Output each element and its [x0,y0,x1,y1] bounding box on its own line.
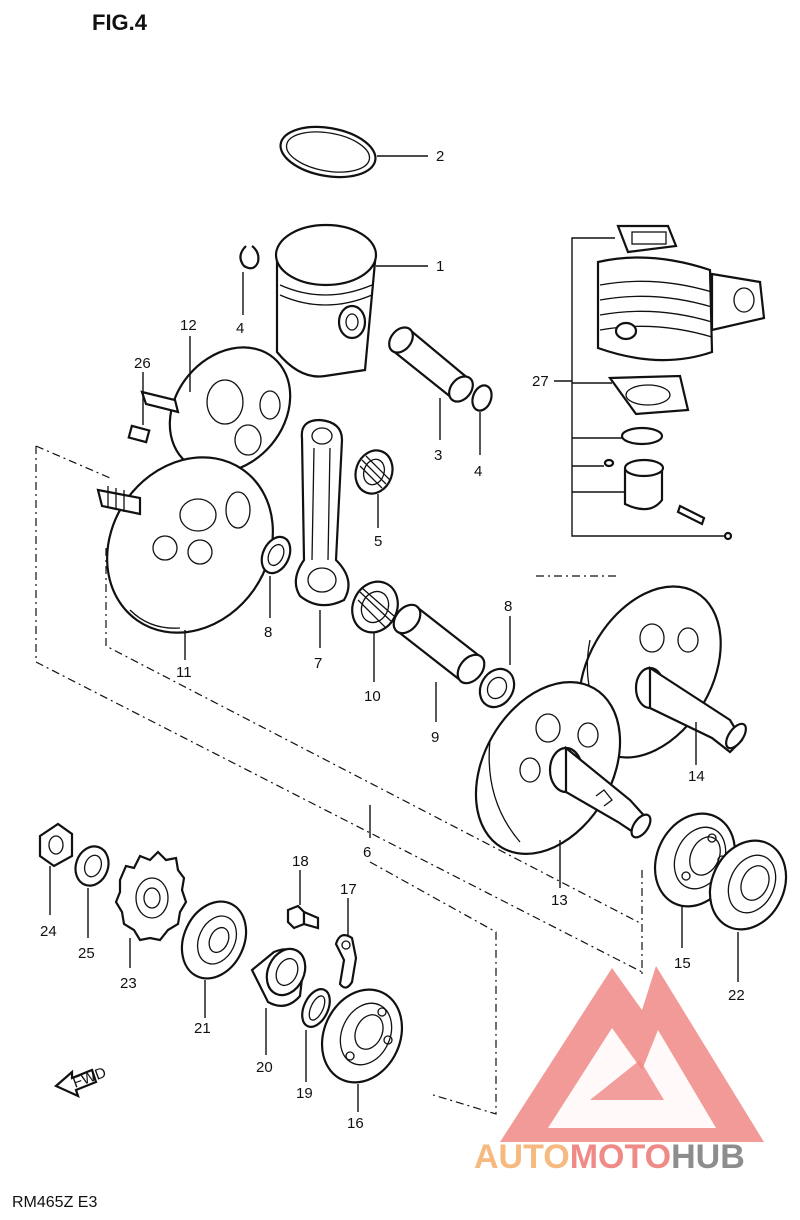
part-label-12: 12 [180,317,197,334]
part-label-23: 23 [120,975,137,992]
piston-ring-drawing [279,125,377,179]
part-label-4-upper: 4 [236,320,244,337]
cylinder-kit-drawing [596,224,766,541]
clip-drawing-right [471,384,493,412]
part-label-13: 13 [551,892,568,909]
bearing-retainer-drawing [334,934,358,989]
part-label-8-right: 8 [504,598,512,615]
woodruff-key-drawing [127,424,151,444]
part-label-24: 24 [40,923,57,940]
part-label-14: 14 [688,768,705,785]
thrust-washer-left-drawing [260,535,292,575]
part-label-16: 16 [347,1115,364,1132]
part-label-22: 22 [728,987,745,1004]
forward-arrow-icon: FWD [53,1064,109,1099]
piston-pin-drawing [388,326,474,403]
part-label-18: 18 [292,853,309,870]
model-code: RM465Z E3 [12,1194,97,1211]
part-label-4-right: 4 [474,463,482,480]
part-label-2: 2 [436,148,444,165]
thrust-washer-right-drawing [478,667,516,709]
forward-arrow-label: FWD [71,1064,109,1092]
part-label-26: 26 [134,355,151,372]
nut-drawing [38,822,74,868]
part-label-17: 17 [340,881,357,898]
lock-washer-drawing [74,845,110,887]
crank-pin-drawing [392,603,486,685]
part-label-20: 20 [256,1059,273,1076]
clip-drawing-upper [239,245,260,270]
connecting-rod-drawing [294,418,350,607]
crankshaft-right-lower-drawing [474,681,652,855]
automotohub-logo [500,966,764,1142]
crank-bearing-left-drawing [180,900,248,980]
part-label-9: 9 [431,729,439,746]
crank-bearing-right-drawing [320,988,404,1084]
part-label-10: 10 [364,688,381,705]
needle-bearing-small-drawing [354,449,394,495]
part-label-15: 15 [674,955,691,972]
part-label-27: 27 [532,373,549,390]
bolt-drawing [286,904,320,930]
piston-drawing [274,223,378,378]
drive-gear-drawing [114,850,188,942]
part-label-8-left: 8 [264,624,272,641]
part-label-19: 19 [296,1085,313,1102]
part-label-7: 7 [314,655,322,672]
part-label-25: 25 [78,945,95,962]
shim-ring-drawing [301,988,331,1028]
part-label-21: 21 [194,1020,211,1037]
figure-title: FIG.4 [92,10,148,35]
part-label-11: 11 [176,664,192,681]
part-label-6: 6 [363,844,371,861]
oil-seal-drawing [708,839,788,931]
spacer-drawing [250,947,307,1007]
crankshaft-half-lower-drawing [96,456,274,634]
part-label-1: 1 [436,258,444,275]
part-label-3: 3 [434,447,442,464]
part-label-5: 5 [374,533,382,550]
watermark-text: AUTOMOTOHUB [474,1138,745,1176]
